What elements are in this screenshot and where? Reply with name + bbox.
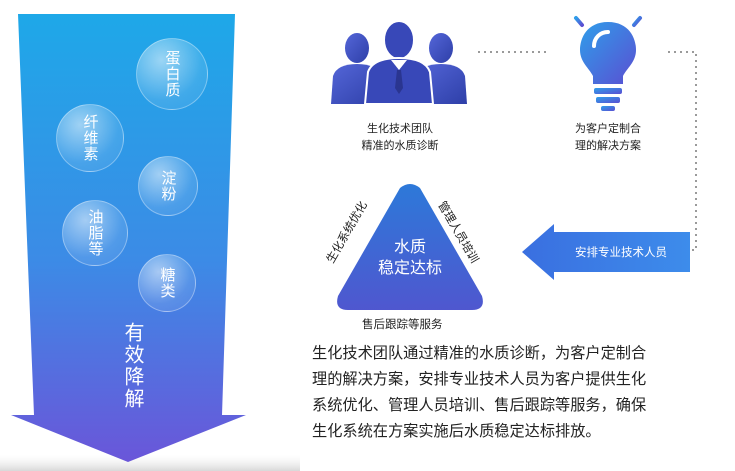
arrow-box-label: 安排专业技术人员 (575, 245, 667, 259)
description-paragraph: 生化技术团队通过精准的水质诊断，为客户定制合 理的解决方案，安排专业技术人员为客… (312, 340, 722, 444)
bulb-caption: 为客户定制合 理的解决方案 (538, 120, 678, 154)
paragraph-line-1: 生化技术团队通过精准的水质诊断，为客户定制合 (312, 344, 647, 362)
bubble-cellulose: 纤维素 (56, 104, 124, 172)
paragraph-line-3: 系统优化、管理人员培训、售后跟踪等服务，确保 (312, 396, 647, 414)
bubble-cellulose-label: 纤维素 (81, 114, 100, 162)
paragraph-line-4: 生化系统在方案实施后水质稳定达标排放。 (312, 422, 601, 440)
triangle-bottom-label: 售后跟踪等服务 (362, 317, 443, 331)
bulb-caption-line2: 理的解决方案 (575, 139, 641, 152)
bubble-sugar: 糖类 (138, 254, 196, 312)
team-people-icon (331, 20, 467, 104)
bubble-starch-label: 淀粉 (159, 170, 178, 202)
bubble-grease-label: 油脂等 (86, 209, 105, 257)
bubble-protein: 蛋白质 (136, 38, 208, 110)
bubble-protein-label: 蛋白质 (163, 50, 182, 98)
light-bulb-icon (560, 4, 656, 111)
team-caption-line1: 生化技术团队 (367, 122, 433, 135)
triangle-center-line2: 稳定达标 (377, 258, 442, 277)
bubble-grease: 油脂等 (62, 200, 128, 266)
team-caption-line2: 精准的水质诊断 (361, 139, 439, 152)
bubble-starch: 淀粉 (138, 156, 198, 216)
arrow-title: 有效降解 (121, 322, 145, 410)
paragraph-line-2: 理的解决方案，安排专业技术人员为客户提供生化 (312, 370, 647, 388)
left-arrow-box (522, 224, 690, 280)
team-caption: 生化技术团队 精准的水质诊断 (330, 120, 470, 154)
quality-triangle (337, 184, 483, 310)
bubble-sugar-label: 糖类 (158, 267, 177, 299)
triangle-center-line1: 水质 (393, 237, 426, 256)
bulb-caption-line1: 为客户定制合 (575, 122, 641, 135)
triangle-center-text: 水质 稳定达标 (360, 236, 460, 278)
